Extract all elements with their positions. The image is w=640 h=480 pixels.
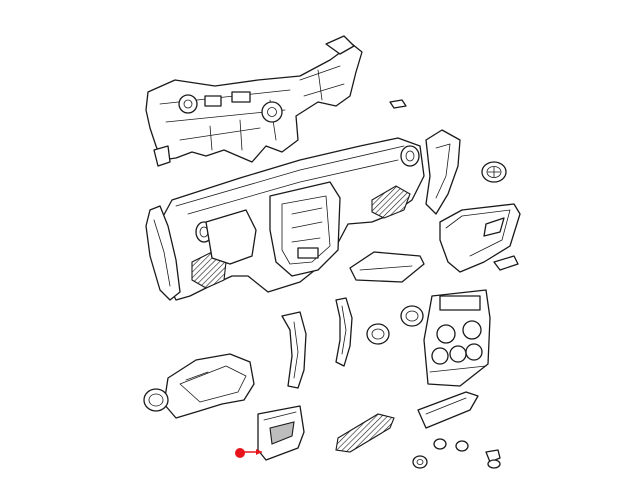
callout-red-dot <box>235 448 245 458</box>
callout-marker <box>235 448 262 458</box>
round-vent-middle-2 <box>400 305 424 327</box>
center-trim-left <box>281 311 307 389</box>
lower-storage-bin <box>417 391 479 429</box>
left-end-cap <box>145 205 181 301</box>
switch-knob-small-2 <box>433 438 447 450</box>
small-clip <box>389 99 407 109</box>
cluster-bezel <box>163 353 255 419</box>
instrument-panel <box>159 137 425 301</box>
glove-box <box>439 203 521 273</box>
right-end-cap <box>425 129 461 215</box>
switch-knob-small-3 <box>455 440 469 452</box>
center-stack-bezel <box>423 289 491 387</box>
switch-knob-small-1 <box>412 455 428 469</box>
cross-car-beam <box>145 35 363 167</box>
round-vent-upper-right <box>481 161 507 183</box>
lower-vent-grille <box>335 413 395 453</box>
glove-box-latch <box>493 255 519 271</box>
top-cover-pad <box>349 251 425 283</box>
clip-fastener <box>485 449 501 469</box>
round-vent-middle-1 <box>366 323 390 345</box>
lower-knee-bolster-panel <box>257 405 305 461</box>
a-pillar-trim <box>335 297 353 367</box>
round-vent-left <box>143 388 169 412</box>
